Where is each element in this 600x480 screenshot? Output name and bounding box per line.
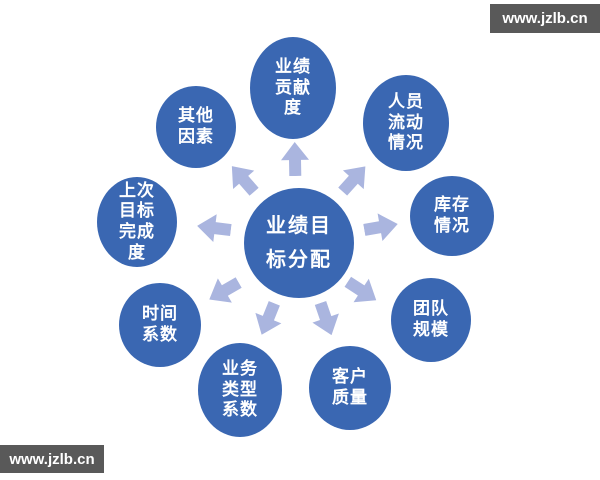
arrow-right-icon (363, 213, 398, 241)
node-last-target-completion: 上次 目标 完成 度 (97, 177, 177, 267)
node-team-size: 团队 规模 (391, 278, 471, 362)
node-label: 上次 目标 完成 度 (119, 180, 155, 262)
watermark-top-right: www.jzlb.cn (490, 4, 600, 33)
arrow-lower-right-icon (344, 276, 377, 303)
node-performance-contribution: 业绩 贡献 度 (250, 37, 336, 139)
arrow-lower-left-icon (209, 277, 242, 303)
arrow-upper-right-icon (338, 166, 366, 196)
node-label: 其他 因素 (178, 106, 214, 146)
node-label: 时间 系数 (142, 304, 178, 344)
node-label: 库存 情况 (434, 195, 470, 235)
node-label: 业绩目 标分配 (266, 215, 332, 271)
arrow-upper-left-icon (231, 166, 259, 196)
node-performance-target-allocation: 业绩目 标分配 (244, 188, 354, 298)
watermark-bottom-left: www.jzlb.cn (0, 445, 104, 473)
node-label: 业务 类型 系数 (222, 358, 258, 420)
node-customer-quality: 客户 质量 (309, 346, 391, 430)
node-label: 人员 流动 情况 (388, 91, 424, 153)
arrow-down-left-icon (255, 300, 282, 335)
arrow-left-icon (197, 214, 232, 243)
node-label: 业绩 贡献 度 (275, 56, 311, 118)
node-business-type-coefficient: 业务 类型 系数 (198, 343, 282, 437)
arrow-down-right-icon (312, 300, 339, 336)
node-other-factors: 其他 因素 (156, 86, 236, 168)
node-personnel-turnover: 人员 流动 情况 (363, 75, 449, 171)
node-time-coefficient: 时间 系数 (119, 283, 201, 367)
node-inventory-status: 库存 情况 (410, 176, 494, 256)
arrow-up-icon (281, 142, 310, 177)
node-label: 客户 质量 (332, 367, 368, 407)
node-label: 团队 规模 (413, 299, 449, 339)
